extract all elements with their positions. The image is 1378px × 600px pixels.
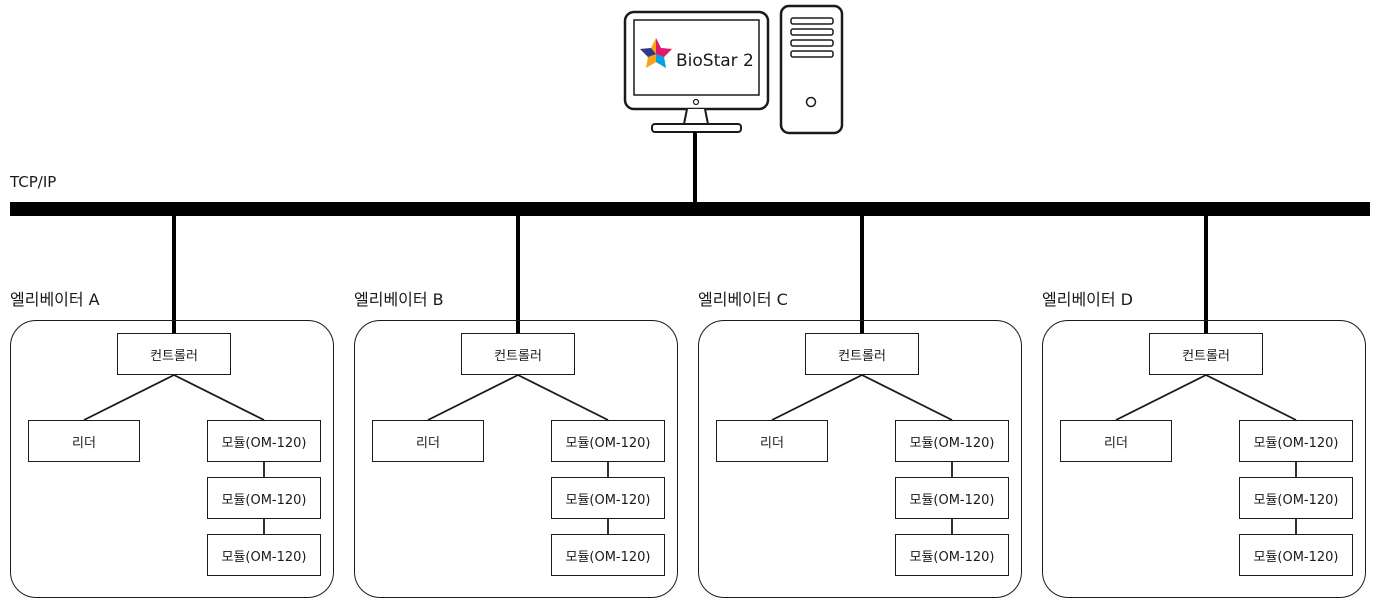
reader-node-c: 리더 [716, 420, 828, 462]
tcp-ip-bus [10, 202, 1370, 216]
elevator-label-b: 엘리베이터 B [354, 290, 444, 309]
module-node-a-2: 모듈(OM-120) [207, 477, 321, 519]
monitor-icon [623, 10, 770, 133]
elevator-label-d: 엘리베이터 D [1042, 290, 1134, 309]
pc-tower-icon [779, 4, 844, 135]
reader-node-d: 리더 [1060, 420, 1172, 462]
connectors-b [427, 374, 609, 534]
controller-node-b: 컨트롤러 [461, 333, 575, 375]
module-node-d-2: 모듈(OM-120) [1239, 477, 1353, 519]
elevator-label-c: 엘리베이터 C [698, 290, 788, 309]
elevator-group-d [1042, 320, 1366, 598]
network-label: TCP/IP [10, 173, 57, 191]
connectors-a [83, 374, 265, 534]
connectors-c [771, 374, 953, 534]
module-node-d-1: 모듈(OM-120) [1239, 420, 1353, 462]
module-node-d-3: 모듈(OM-120) [1239, 534, 1353, 576]
biostar-app-name: BioStar 2 [676, 51, 754, 71]
elevator-group-b [354, 320, 678, 598]
module-node-c-2: 모듈(OM-120) [895, 477, 1009, 519]
reader-node-a: 리더 [28, 420, 140, 462]
elevator-label-a: 엘리베이터 A [10, 290, 100, 309]
biostar-star-logo-icon [640, 38, 672, 68]
module-node-a-1: 모듈(OM-120) [207, 420, 321, 462]
module-node-a-3: 모듈(OM-120) [207, 534, 321, 576]
controller-node-d: 컨트롤러 [1149, 333, 1263, 375]
module-node-b-3: 모듈(OM-120) [551, 534, 665, 576]
module-node-b-1: 모듈(OM-120) [551, 420, 665, 462]
elevator-group-a [10, 320, 334, 598]
controller-node-a: 컨트롤러 [117, 333, 231, 375]
module-node-c-3: 모듈(OM-120) [895, 534, 1009, 576]
module-node-c-1: 모듈(OM-120) [895, 420, 1009, 462]
elevator-group-c [698, 320, 1022, 598]
controller-node-c: 컨트롤러 [805, 333, 919, 375]
reader-node-b: 리더 [372, 420, 484, 462]
connectors-d [1115, 374, 1297, 534]
module-node-b-2: 모듈(OM-120) [551, 477, 665, 519]
